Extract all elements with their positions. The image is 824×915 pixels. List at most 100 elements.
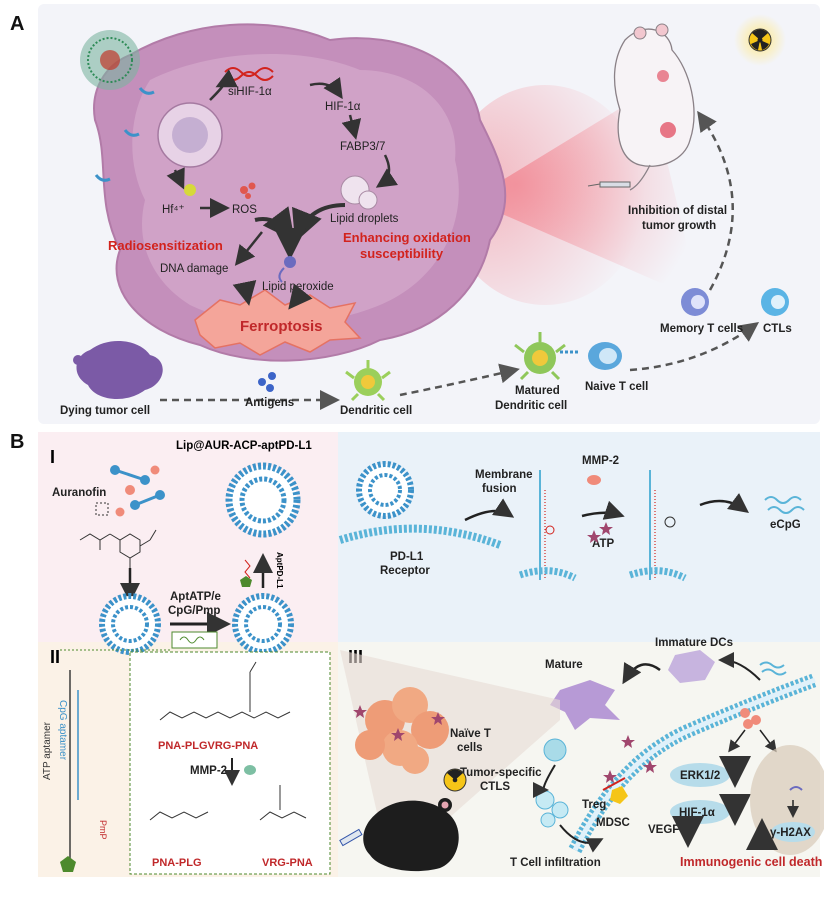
label-pdl1-2: Receptor [380,565,430,577]
aptamer-icon [138,87,155,95]
matured-dendritic-cell-icon [514,332,566,381]
peptide-box [129,651,331,875]
syringe-icon [587,181,631,188]
atp-stars [587,522,613,543]
pentagon-icon-bottom [60,856,76,872]
label-radiosensitization: Radiosensitization [108,238,223,253]
ros-icon [240,182,256,199]
stars-membrane [603,735,657,783]
label-ros: ROS [232,204,257,216]
label-cpg-aptamer: CpG aptamer [57,700,68,761]
label-naive-t-1: Naïve T [450,728,491,740]
label-vegf: VEGF [648,824,679,836]
liposome-top [225,462,301,538]
liposome-left [99,593,161,655]
mouse-icon [613,23,695,191]
label-memory-t-cells: Memory T cells [660,323,743,335]
mature-dc-icon [550,680,620,730]
label-apt-1: AptATP/e [170,591,221,603]
label-pna-top: PNA-PLGVRG-PNA [158,740,258,752]
label-atp-aptamer: ATP aptamer [42,721,53,780]
ferroptosis-burst [194,289,362,356]
hf-ion-icon [184,184,196,196]
label-inhibition-1: Inhibition of distal [628,205,727,217]
aptamer-ladder [69,670,79,870]
liposome-fusion [356,461,414,519]
label-pmp: PmP [98,820,108,840]
label-immature-dcs: Immature DCs [655,637,733,649]
fusion-strand-1 [518,470,577,582]
ctl-cluster-icon [535,790,569,828]
label-mmp2-top: MMP-2 [582,455,619,467]
gamma-badge [771,822,815,842]
mdsc-icon [610,786,628,804]
pentagon-icon [240,576,252,587]
lipid-droplets-icon [340,175,378,210]
naive-t-cell-icon [588,342,622,370]
label-dying-tumor-cell: Dying tumor cell [60,405,150,417]
liposome-right [232,593,294,655]
label-membrane-1: Membrane [475,469,533,481]
naive-t-icon [543,738,567,762]
label-lipid-droplets: Lipid droplets [330,213,399,225]
label-tcell-infiltration: T Cell infiltration [510,857,601,869]
radiation-icon-b [443,768,467,792]
label-erk: ERK1/2 [680,770,720,782]
label-ferroptosis: Ferroptosis [240,318,323,335]
dna-helix-icon [224,67,274,77]
label-mmp2-left: MMP-2 [190,765,227,777]
cell-membrane [338,524,502,549]
label-ctls: CTLs [763,323,792,335]
label-membrane-2: fusion [482,483,517,495]
panel-b1-background [38,432,338,642]
fusion-strand-2 [628,470,687,582]
label-tumor-specific-2: CTLS [480,781,510,793]
label-dendritic-cell: Dendritic cell [340,405,412,417]
label-antigens: Antigens [245,397,294,409]
label-lipid-peroxide: Lipid peroxide [262,281,334,293]
label-matured-2: Dendritic cell [495,400,567,412]
icd-particles [740,708,761,729]
label-aptpd-vertical: AptPD-L1 [275,552,284,589]
ctl-icon [761,288,789,316]
mmp2-enzyme-icon [587,475,601,485]
label-inhibition-2: tumor growth [642,220,716,232]
auranofin-structure [79,529,157,568]
ecpg-strand-icon [764,496,802,504]
stars-cluster [353,705,445,741]
label-dna-damage: DNA damage [160,263,228,275]
lipid-peroxide-icon [278,256,296,283]
syringe-icon-b [339,828,363,847]
label-pna-plg: PNA-PLG [152,857,202,869]
nanoparticle-icon [80,30,140,90]
label-enhancing-1: Enhancing oxidation [343,230,471,245]
label-naive-t-2: cells [457,742,483,754]
panel-b-fusion-background [338,432,820,642]
label-treg: Treg [582,799,606,811]
label-vrg-pna: VRG-PNA [262,857,313,869]
antigens-icon [258,372,276,392]
label-pdl1-1: PD-L1 [390,551,424,563]
label-icd: Immunogenic cell death [680,855,822,869]
label-hf: Hf⁴⁺ [162,204,185,216]
label-ecpg: eCpG [770,519,801,531]
label-mature: Mature [545,659,583,671]
label-atp: ATP [592,538,614,550]
dendritic-cell-icon [345,360,391,402]
label-sihif: siHIF-1α [228,86,272,98]
label-enhancing-2: susceptibility [360,246,444,261]
immature-dc-icon [668,650,715,683]
erk-badge [670,763,730,787]
label-gamma-h2ax: γ-H2AX [770,827,811,839]
radiation-icon [734,14,786,66]
label-lip-title: Lip@AUR-ACP-aptPD-L1 [176,440,312,452]
panel-a-letter: A [10,13,24,35]
auranofin-icon [110,465,165,517]
label-matured-1: Matured [515,385,560,397]
memory-t-cell-icon [681,288,709,316]
label-tumor-specific-1: Tumor-specific [460,767,542,779]
label-mdsc: MDSC [596,817,630,829]
roman-ii: II [50,647,60,667]
